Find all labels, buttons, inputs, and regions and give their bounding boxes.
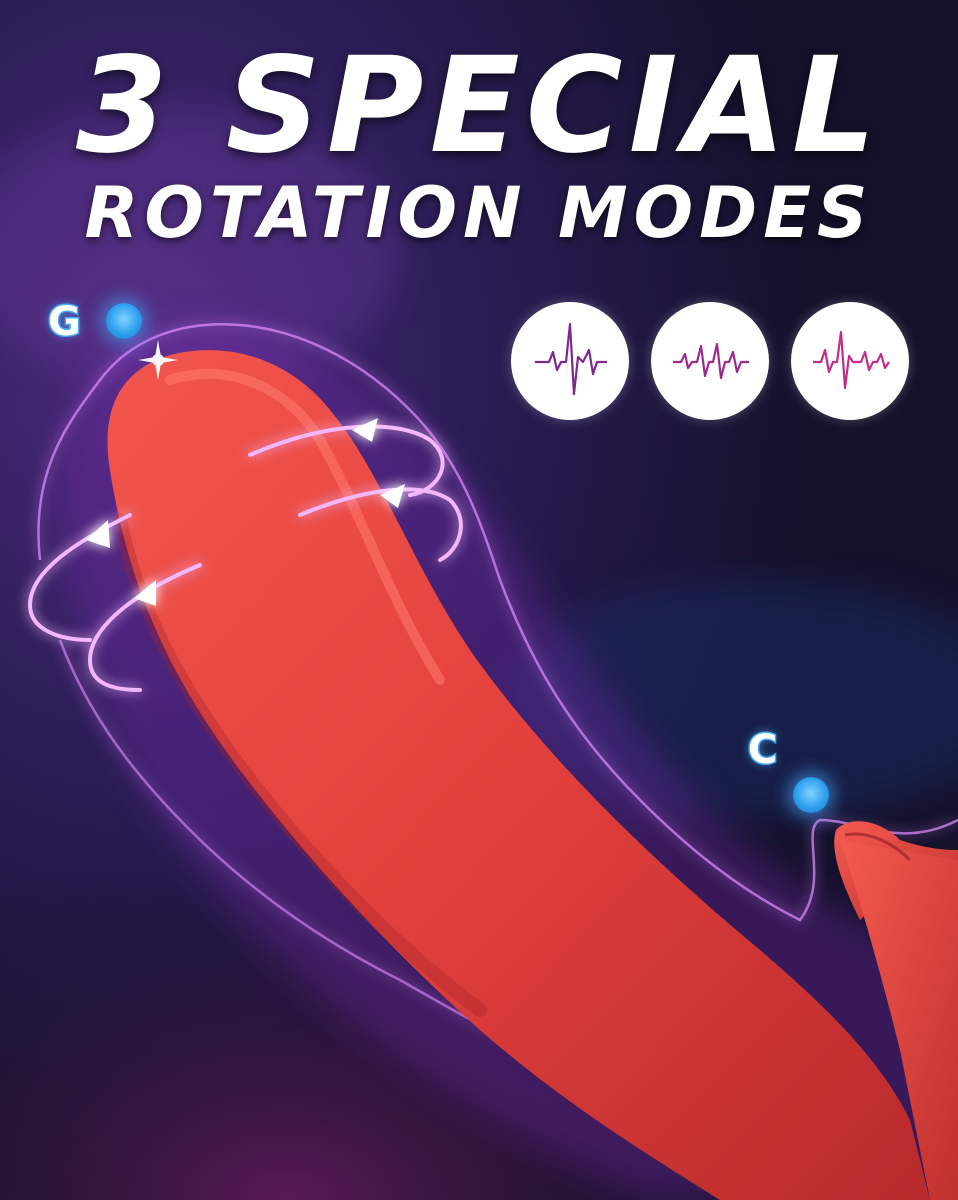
heartbeat-wave-icon — [813, 330, 890, 390]
heartbeat-wave-icon — [535, 322, 607, 396]
c-spot-label: C — [746, 727, 778, 773]
g-spot-label: G — [47, 299, 83, 345]
headline-secondary: ROTATION MODES — [84, 172, 874, 254]
g-spot-dot — [106, 303, 142, 339]
c-spot-dot — [793, 777, 829, 813]
mode-2-icon — [651, 302, 769, 420]
heartbeat-wave-icon — [673, 342, 749, 380]
mode-3-icon — [791, 302, 909, 420]
headline-primary: 3 SPECIAL — [75, 29, 883, 183]
mode-1-icon — [511, 302, 629, 420]
